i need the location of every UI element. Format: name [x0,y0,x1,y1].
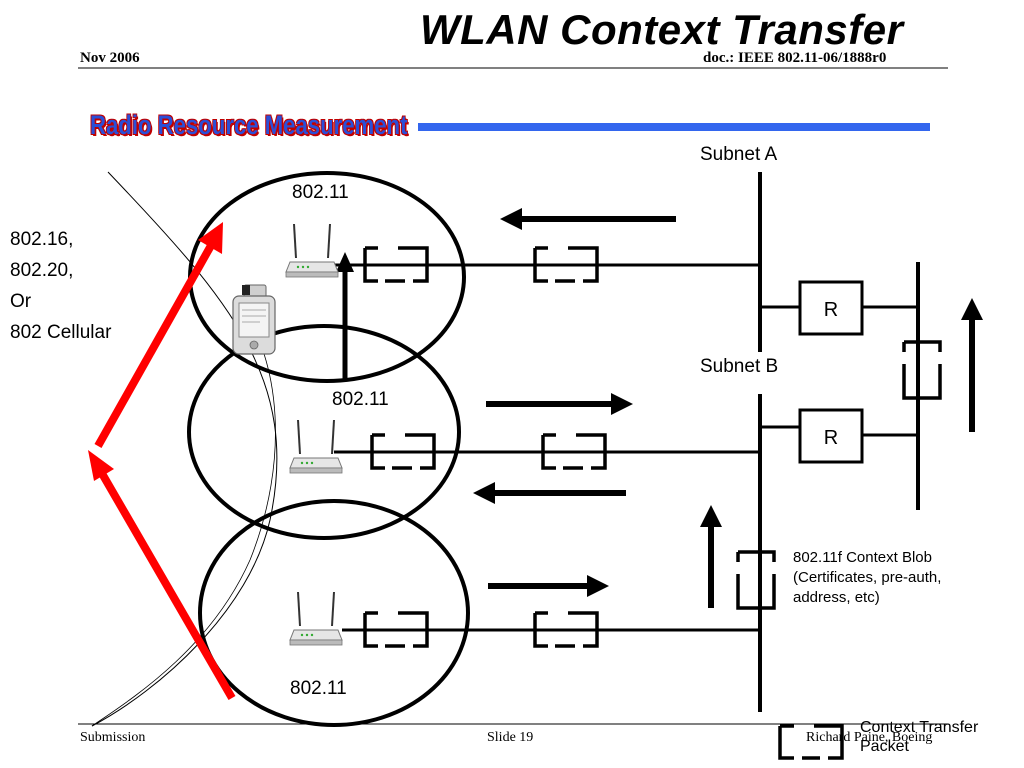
footer-center: Slide 19 [487,730,534,745]
legend-label-line1: Context Transfer [860,719,979,736]
footer-left: Submission [80,730,146,745]
legend-label: Context Transfer Packet [860,718,978,756]
context-blob-note: 802.11f Context Blob (Certificates, pre-… [793,549,942,606]
packet-1a [363,246,429,283]
cell-label-3: 802.11 [290,678,347,699]
packet-subnet-b [736,550,776,610]
slide-title: WLAN Context Transfer [420,6,904,53]
legend-packet-icon [778,724,844,760]
other-network-item: 802 Cellular [10,322,112,343]
header-date: Nov 2006 [80,50,140,66]
access-point-2 [289,419,343,474]
cell-label-2: 802.11 [332,389,389,410]
arrow-up-core [961,298,983,432]
packet-core [902,340,942,400]
header-doc-id: doc.: IEEE 802.11-06/1888r0 [703,50,887,66]
packet-3a [363,611,429,648]
router-b [798,408,864,464]
router-a [798,280,864,336]
subnet-b-label: Subnet B [700,356,778,377]
legend-label-line2: Packet [860,738,909,755]
arrow-left-top [500,208,676,230]
router-b-label: R [824,427,838,449]
arrow-up-subnet-b [700,505,722,608]
thin-path-2 [91,304,276,727]
subnet-a-label: Subnet A [700,144,777,165]
handoff-arrow-upper [94,222,223,448]
access-point-1 [285,223,339,278]
other-networks-label: 802.16, 802.20, Or 802 Cellular [10,224,111,348]
arrow-right-mid [486,393,633,415]
mobile-device-icon [232,284,276,355]
router-a-label: R [824,299,838,321]
footer-right: Richard Paine, Boeing [806,730,933,745]
packet-1b [533,246,599,283]
cell-label-1: 802.11 [292,182,349,203]
packet-2a [370,433,436,470]
arrow-right-bottom [488,575,609,597]
packet-3b [533,611,599,648]
arrow-up-ap [336,252,354,380]
other-network-item: 802.16, [10,229,74,250]
cell-circle-2 [187,324,461,540]
packet-2b [541,433,607,470]
arrow-left-mid [473,482,626,504]
access-point-3 [289,591,343,646]
handoff-arrow-lower [88,450,236,701]
other-network-item: Or [10,291,32,312]
other-network-item: 802.20, [10,260,74,281]
section-banner: Radio Resource Measurement [90,110,408,140]
thin-path [91,171,278,727]
cell-circle-3 [198,499,470,727]
